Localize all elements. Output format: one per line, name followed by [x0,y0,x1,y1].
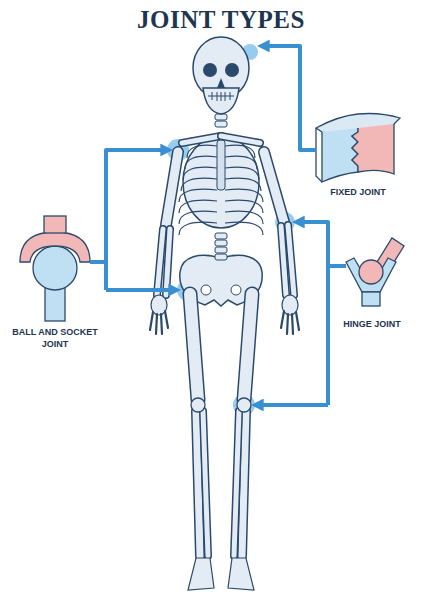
vertebra [215,254,227,260]
joint-label: BALL AND SOCKET JOINT [5,326,105,350]
bone [190,294,198,400]
kneecap [237,398,251,412]
bone [166,229,170,295]
bone-outline [196,411,200,556]
vertebra [215,247,227,253]
ribcage [183,136,259,228]
joint-highlight [167,44,295,416]
bone-outline [264,152,284,222]
joint-label: HINGE JOINT [327,318,417,330]
vertebra [215,240,227,246]
vertebra [215,233,227,239]
bone [157,229,163,295]
hinge-joint-icon [346,238,404,306]
bones [157,100,294,556]
fixed-joint-icon [316,114,400,183]
bone-outline [203,411,208,556]
rib [179,222,217,235]
bone [288,225,294,295]
ball-socket-icon [20,216,90,321]
kneecap [191,398,205,412]
bone [221,136,260,143]
bone-outline [234,411,239,556]
bone-outline [190,294,198,400]
bone [242,411,246,556]
skull [193,37,249,114]
bone [182,136,221,143]
bone-outline [166,229,170,295]
bone [244,294,252,400]
vertebra [215,114,227,120]
bone-outline [242,411,246,556]
bone [264,152,284,222]
bone-outline [288,225,294,295]
bone [166,152,178,225]
vertebra [215,121,227,127]
bone [196,411,200,556]
bone [234,411,239,556]
bone-outline [166,152,178,225]
bone-outline [157,229,163,295]
bone-outline [221,136,260,143]
bone-outline [244,294,252,400]
diagram-title: JOINT TYPES [0,6,442,34]
bone [203,411,208,556]
leader-arrows [90,46,346,405]
rib [225,222,263,235]
hands-feet [150,295,299,590]
joint-label: FIXED JOINT [313,186,403,198]
bone-outline [182,136,221,143]
